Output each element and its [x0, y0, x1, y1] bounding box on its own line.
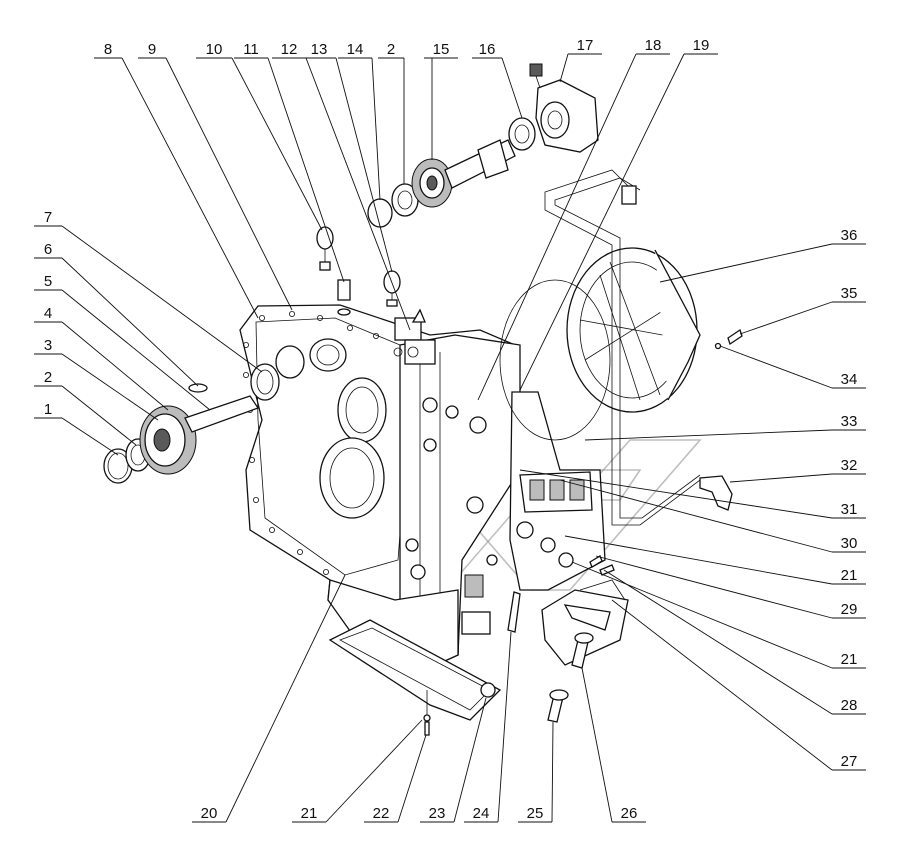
seal-16	[508, 117, 536, 151]
callout-24: 24	[473, 805, 490, 822]
callout-10: 10	[206, 41, 223, 58]
callout-34: 34	[841, 371, 858, 388]
callout-22: 22	[373, 805, 390, 822]
input-shaft-assembly	[103, 345, 305, 484]
elbow-31	[699, 475, 733, 511]
callout-21-right-lower: 21	[841, 651, 858, 668]
transmission-housing	[239, 304, 606, 721]
upper-shaft-assembly	[367, 63, 599, 228]
callout-35: 35	[841, 285, 858, 302]
callout-11: 11	[243, 41, 259, 58]
callout-7: 7	[44, 209, 52, 226]
callout-19: 19	[693, 37, 710, 54]
bracket-27	[541, 589, 629, 666]
mount-bracket-assembly	[423, 555, 629, 736]
callout-2-left: 2	[44, 369, 52, 386]
bearing-7	[250, 363, 280, 401]
callout-3: 3	[44, 337, 52, 354]
callout-4: 4	[44, 305, 52, 322]
callout-8: 8	[104, 41, 112, 58]
callout-25: 25	[527, 805, 544, 822]
callouts: 1 2 3 4 5 6 7 8 9 10	[34, 37, 866, 823]
callout-9: 9	[148, 41, 156, 58]
callout-27: 27	[841, 753, 858, 770]
callout-31: 31	[841, 501, 858, 518]
callout-33: 33	[841, 413, 858, 430]
callout-29: 29	[841, 601, 858, 618]
callout-26: 26	[621, 805, 638, 822]
callout-20: 20	[201, 805, 218, 822]
callout-15: 15	[433, 41, 450, 58]
callout-21-bottom: 21	[301, 805, 318, 822]
screw-22	[424, 721, 430, 736]
callout-32: 32	[841, 457, 858, 474]
callout-16: 16	[479, 41, 496, 58]
gasket-33	[499, 279, 611, 441]
callout-1: 1	[44, 401, 52, 418]
callout-13: 13	[311, 41, 328, 58]
callout-21-right-upper: 21	[841, 567, 858, 584]
o-ring-14	[367, 198, 393, 228]
callout-5: 5	[44, 273, 52, 290]
o-ring-6	[188, 383, 208, 393]
callout-36: 36	[841, 227, 858, 244]
callout-6: 6	[44, 241, 52, 258]
callout-14: 14	[347, 41, 364, 58]
pin-24	[507, 591, 521, 633]
callout-18: 18	[645, 37, 662, 54]
callout-2-upper: 2	[387, 41, 395, 58]
callout-12: 12	[281, 41, 298, 58]
callout-23: 23	[429, 805, 446, 822]
plugs-and-breathers	[316, 226, 426, 323]
callout-17: 17	[577, 37, 594, 54]
callout-30: 30	[841, 535, 858, 552]
callout-28: 28	[841, 697, 858, 714]
